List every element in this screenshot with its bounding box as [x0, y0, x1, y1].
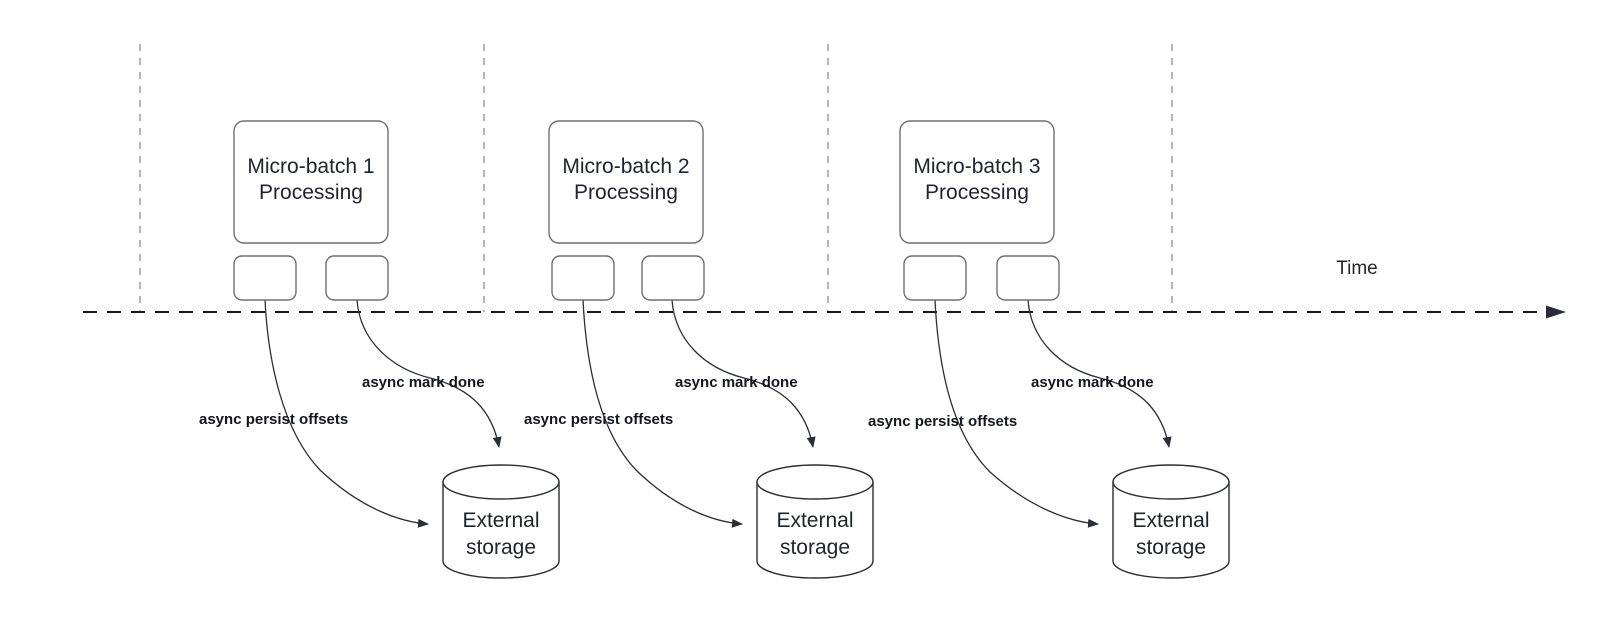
trigger-box-3-left[interactable] [903, 255, 967, 301]
micro-batch-box-1-line2: Processing [259, 181, 363, 204]
persist-offsets-curve-2 [582, 299, 743, 528]
trigger-box-1-left[interactable] [233, 255, 297, 301]
trigger-box-2-right[interactable] [641, 255, 705, 301]
mark-done-label-1: async mark done [362, 374, 485, 391]
micro-batch-box-1[interactable] [233, 120, 389, 244]
time-axis-label: Time [1336, 258, 1378, 279]
mark-done-label-2: async mark done [675, 374, 798, 391]
mark-done-curve-1 [356, 299, 502, 448]
external-storage-2[interactable]: External storage [756, 464, 874, 579]
external-storage-3-line2: storage [1136, 536, 1206, 559]
micro-batch-box-2[interactable] [548, 120, 704, 244]
persist-offsets-label-1: async persist offsets [199, 411, 348, 428]
batch-group-2: Micro-batch 2 Processing External storag… [524, 120, 874, 579]
boundary-lines [139, 44, 1173, 312]
micro-batch-box-3[interactable] [899, 120, 1055, 244]
persist-offsets-label-3: async persist offsets [868, 413, 1017, 430]
mark-done-label-3: async mark done [1031, 374, 1154, 391]
micro-batch-box-1-line1: Micro-batch 1 [247, 155, 374, 178]
micro-batch-box-2-line2: Processing [574, 181, 678, 204]
time-axis-arrowhead [1546, 305, 1566, 319]
batch-group-1: Micro-batch 1 Processing External storag… [199, 120, 560, 579]
external-storage-1[interactable]: External storage [442, 464, 560, 579]
external-storage-1-line2: storage [466, 536, 536, 559]
external-storage-3-line1: External [1132, 509, 1209, 532]
persist-offsets-curve-3 [934, 299, 1099, 528]
trigger-box-2-left[interactable] [551, 255, 615, 301]
mark-done-curve-3 [1027, 299, 1172, 448]
micro-batch-box-3-line1: Micro-batch 3 [913, 155, 1040, 178]
persist-offsets-curve-1 [264, 299, 429, 528]
mark-done-curve-2 [671, 299, 816, 448]
micro-batch-box-3-line2: Processing [925, 181, 1029, 204]
persist-offsets-label-2: async persist offsets [524, 411, 673, 428]
trigger-box-3-right[interactable] [996, 255, 1060, 301]
external-storage-3[interactable]: External storage [1112, 464, 1230, 579]
micro-batch-box-2-line1: Micro-batch 2 [562, 155, 689, 178]
external-storage-2-line2: storage [780, 536, 850, 559]
external-storage-1-line1: External [462, 509, 539, 532]
trigger-box-1-right[interactable] [325, 255, 389, 301]
time-axis: Time [83, 258, 1566, 319]
external-storage-2-line1: External [776, 509, 853, 532]
batch-group-3: Micro-batch 3 Processing External storag… [868, 120, 1230, 579]
